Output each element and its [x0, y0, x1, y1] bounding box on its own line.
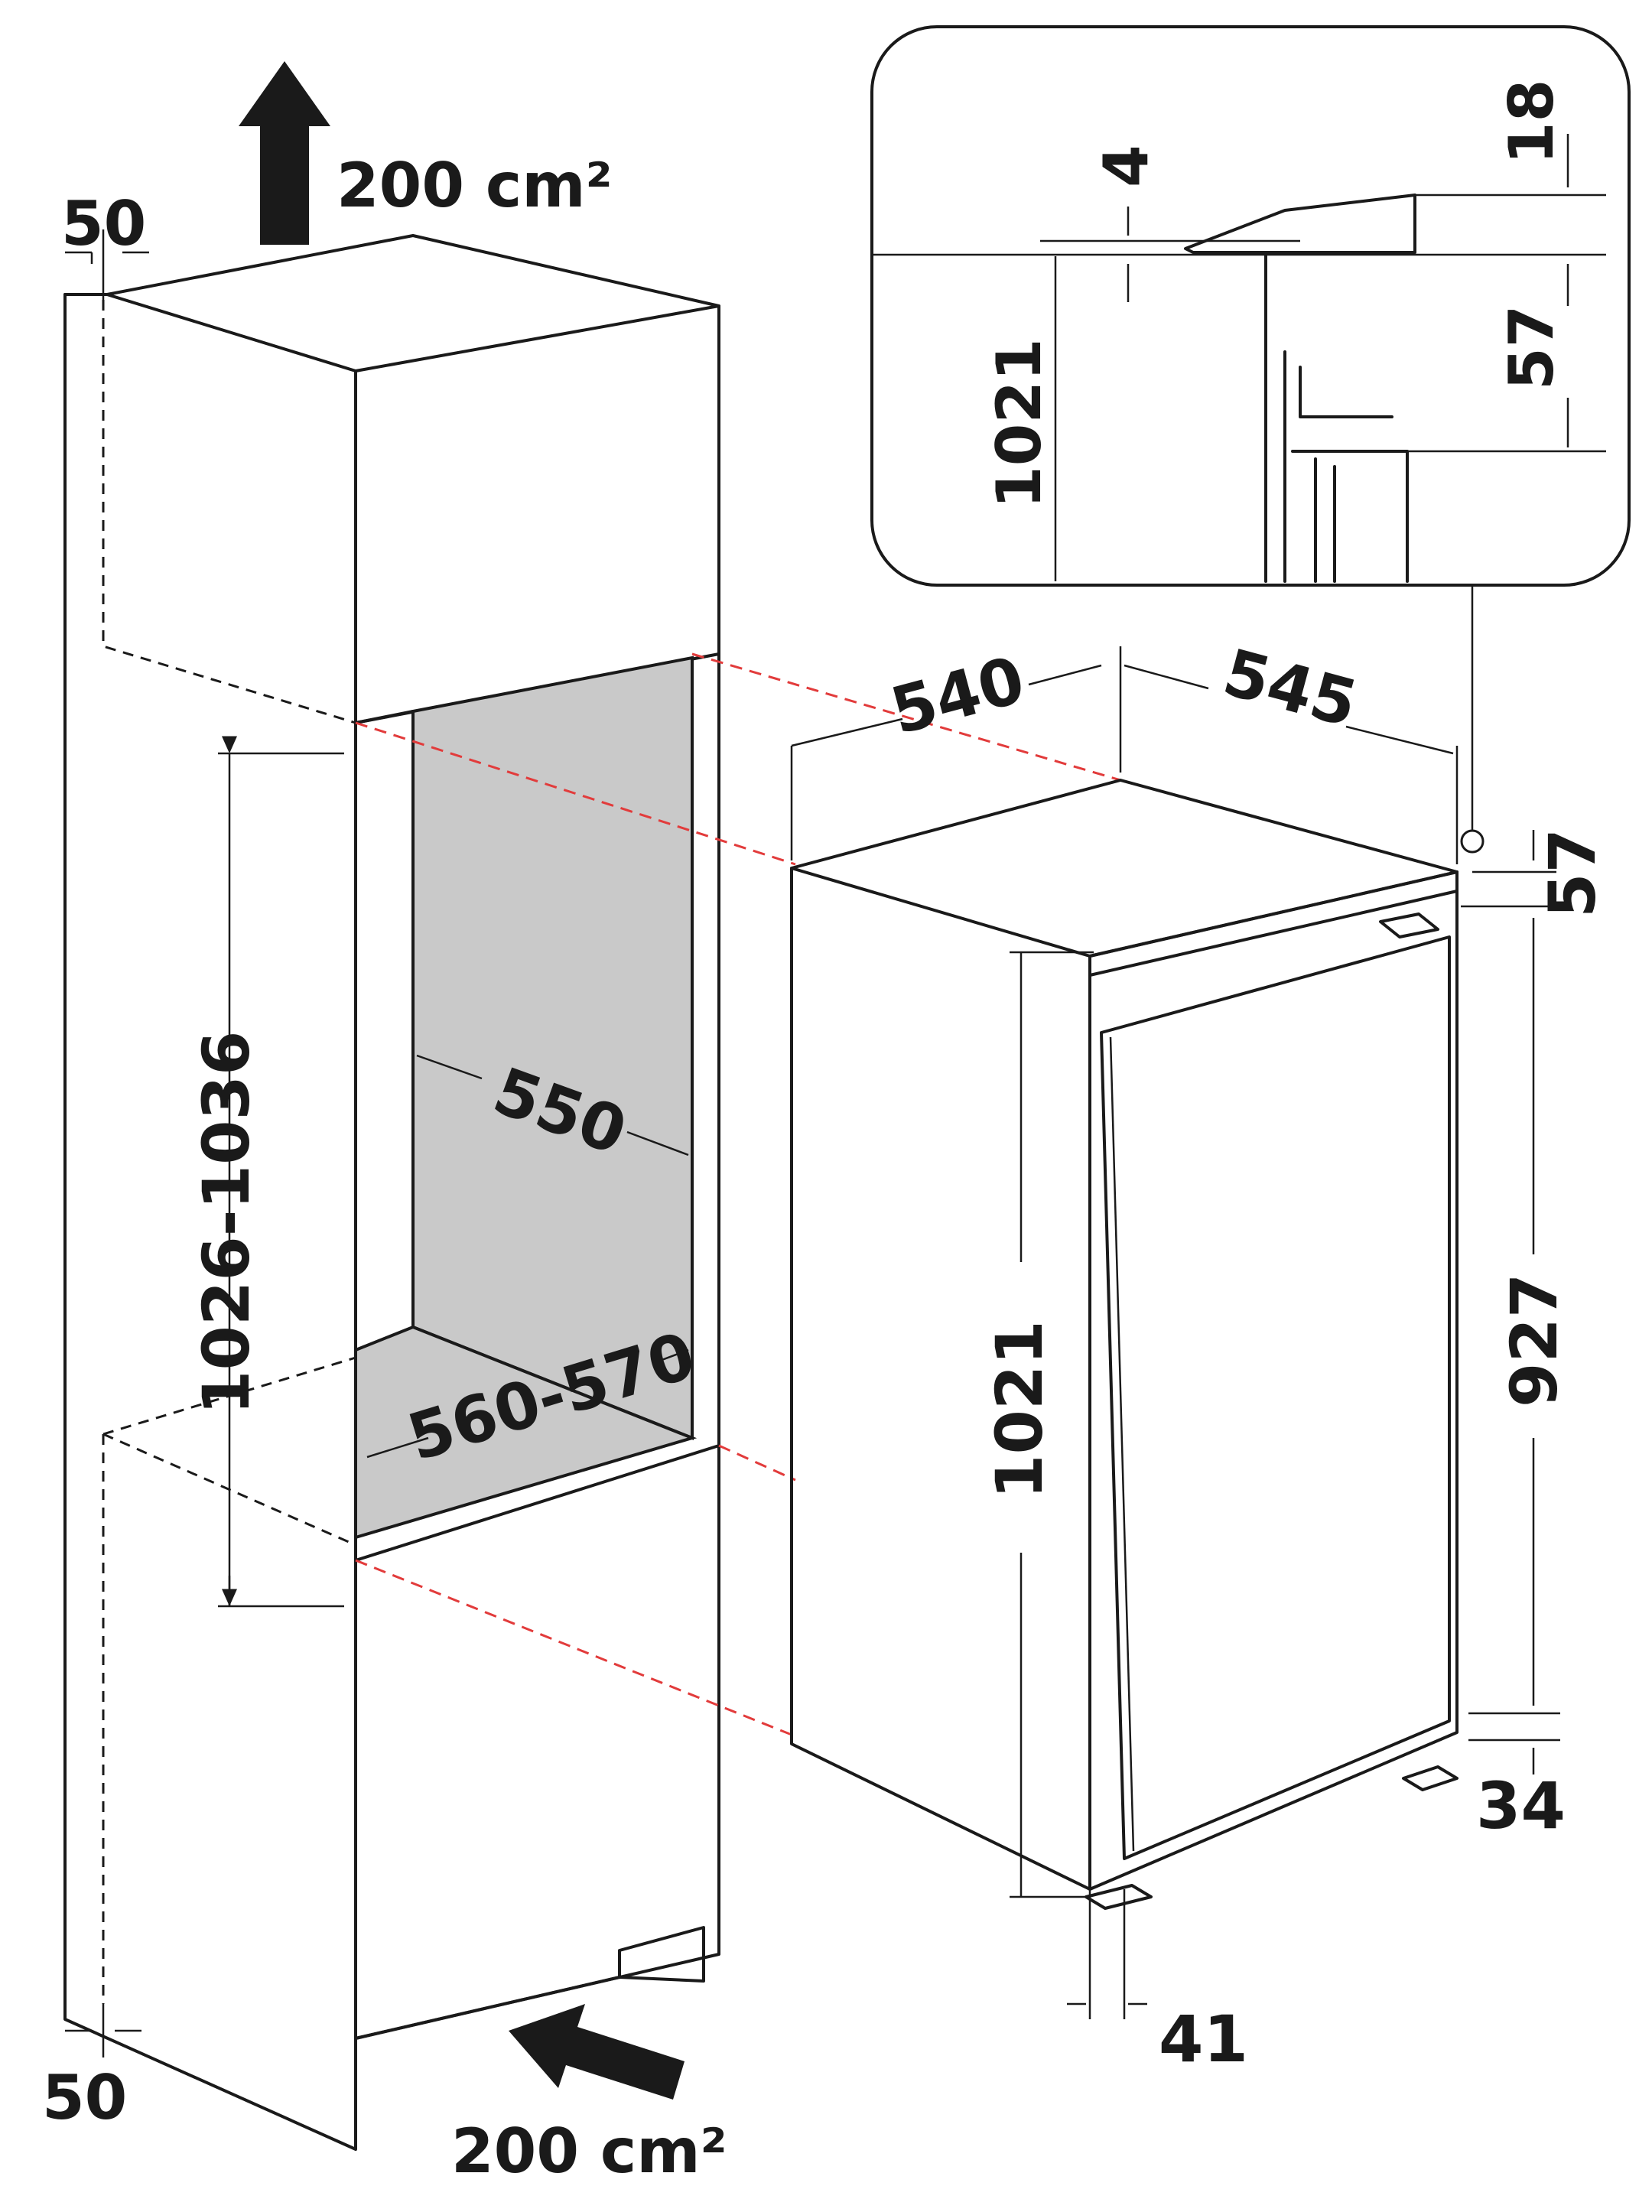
vent-in-arrow: [509, 2004, 685, 2100]
niche-height-dimension: [218, 753, 344, 1608]
vent-bottom-label: 200 cm²: [451, 2116, 727, 2187]
niche-depth-dimension: [416, 1054, 689, 1156]
bottom-offset-label: 34: [1476, 1768, 1566, 1843]
appliance-width-label: 540: [883, 642, 1032, 749]
appliance-foot-back: [1402, 1765, 1459, 1791]
top-offset-label: 57: [1535, 828, 1610, 918]
niche-height-label: 1026-1036: [189, 1031, 264, 1415]
niche-floor: [354, 1325, 698, 1540]
appliance-height-label: 1021: [982, 1320, 1057, 1499]
cabinet-lower-box: [354, 1444, 720, 2040]
top-clearance-label: 50: [61, 188, 146, 259]
plinth-opening: [354, 1953, 705, 2040]
appliance: [790, 585, 1560, 2019]
appliance-foot-front: [1085, 1884, 1153, 1910]
cabinet: [63, 61, 720, 2151]
detail-hinge-step-label: 57: [1496, 305, 1567, 390]
detail-height-label: 1021: [984, 338, 1055, 509]
detail-gap-label: 4: [1091, 145, 1162, 187]
niche-frame: [354, 652, 720, 1562]
detail-callout: [870, 25, 1631, 587]
bottom-clearance-label: 50: [42, 2062, 127, 2133]
vent-top-label: 200 cm²: [337, 150, 613, 221]
appliance-depth-label: 545: [1216, 635, 1365, 742]
cabinet-top-box: [106, 234, 720, 724]
door-height-label: 927: [1497, 1274, 1572, 1407]
vent-up-arrow: [239, 61, 330, 245]
appliance-door: [1100, 935, 1451, 1860]
alignment-guides: [355, 652, 1121, 1738]
appliance-body: [790, 779, 1459, 1891]
niche-back-wall: [411, 655, 694, 1440]
niche-width-dimension: [366, 1348, 689, 1459]
door-offset-label: 41: [1159, 2002, 1248, 2077]
detail-top-step-label: 18: [1496, 80, 1567, 164]
